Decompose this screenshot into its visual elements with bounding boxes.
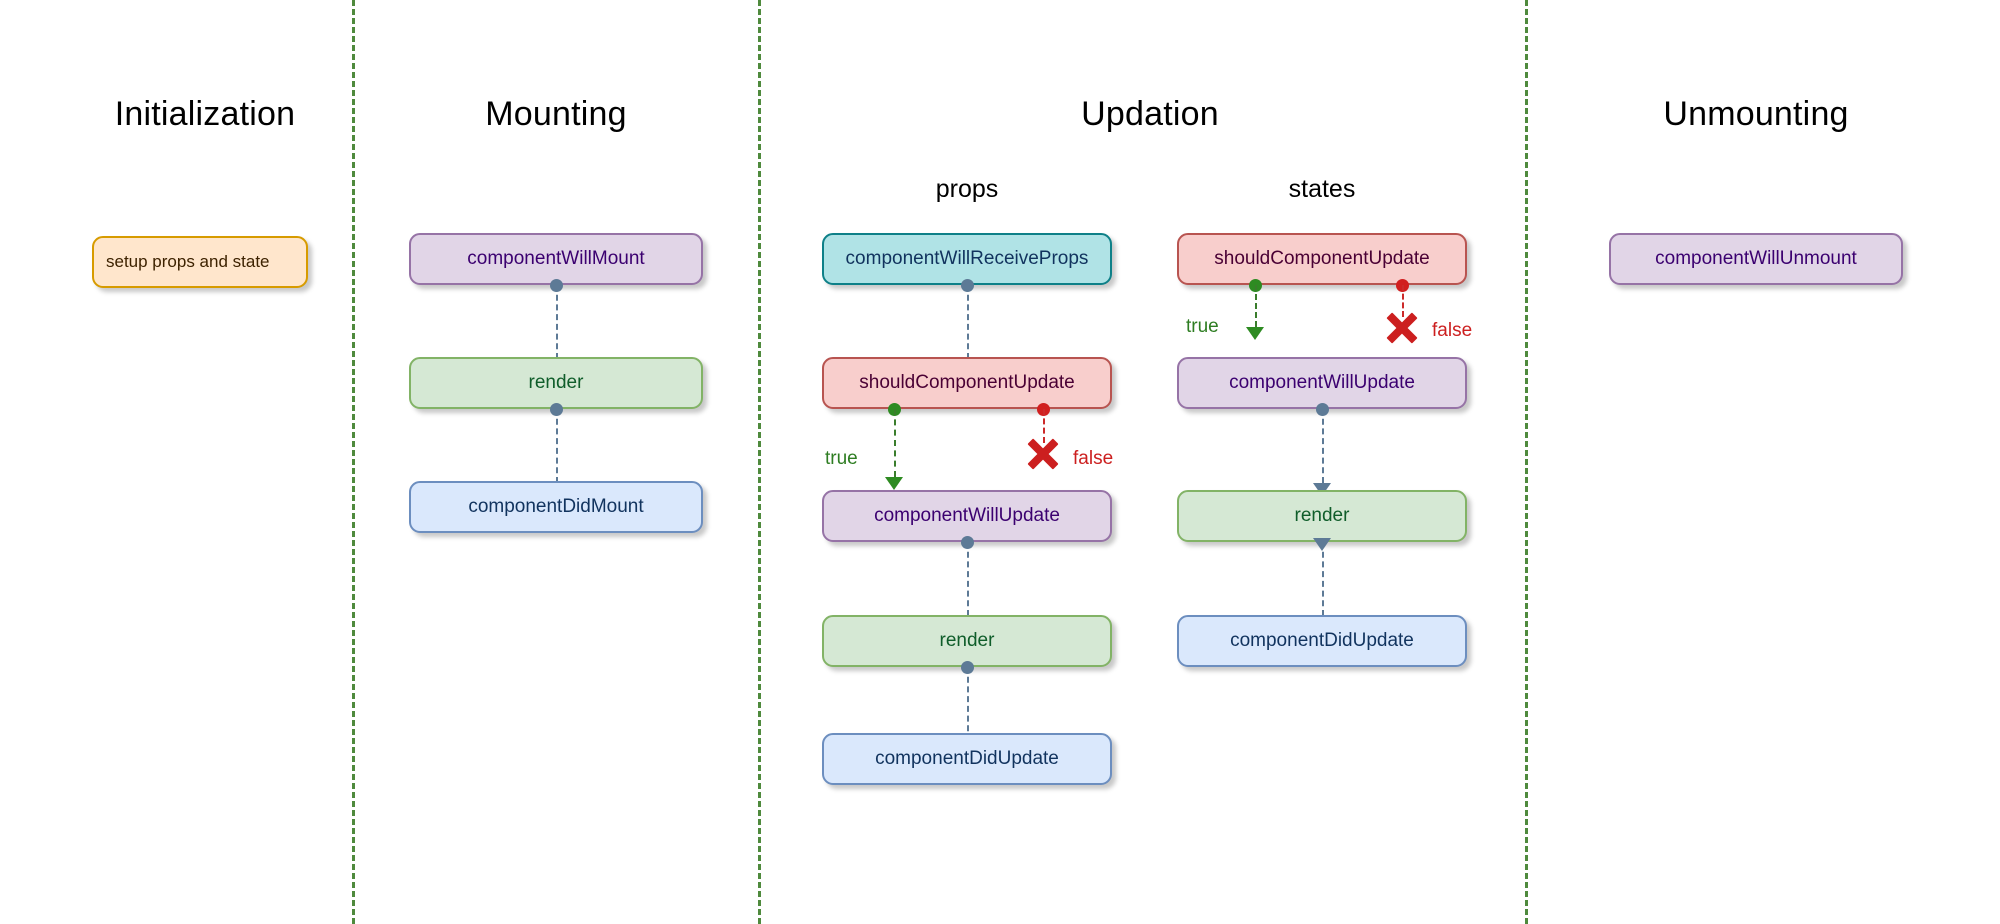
node-setup-props-and-state[interactable]: setup props and state — [92, 236, 308, 288]
node-props-render[interactable]: render — [822, 615, 1112, 667]
node-props-should-component-update[interactable]: shouldComponentUpdate — [822, 357, 1112, 409]
node-mounting-render[interactable]: render — [409, 357, 703, 409]
false-branch-x-icon — [1026, 437, 1060, 471]
true-branch-arrowhead — [885, 477, 903, 490]
node-props-component-will-update[interactable]: componentWillUpdate — [822, 490, 1112, 542]
branch-label-props-false: false — [1073, 448, 1114, 469]
subheader-states: states — [1288, 175, 1356, 203]
branch-label-states-false: false — [1432, 320, 1473, 341]
subheader-props: props — [935, 175, 999, 203]
node-component-will-receive-props[interactable]: componentWillReceiveProps — [822, 233, 1112, 285]
branch-label-states-true: true — [1186, 316, 1219, 337]
node-states-component-will-update[interactable]: componentWillUpdate — [1177, 357, 1467, 409]
column-divider-1 — [352, 0, 355, 924]
column-title-initialization: Initialization — [114, 95, 296, 133]
node-component-did-mount[interactable]: componentDidMount — [409, 481, 703, 533]
false-branch-x-icon — [1385, 311, 1419, 345]
column-title-updation: Updation — [1081, 95, 1219, 133]
node-props-component-did-update[interactable]: componentDidUpdate — [822, 733, 1112, 785]
column-title-unmounting: Unmounting — [1663, 95, 1849, 133]
true-branch-arrowhead — [1246, 327, 1264, 340]
branch-label-props-true: true — [825, 448, 858, 469]
column-title-mounting: Mounting — [485, 95, 627, 133]
node-states-should-component-update[interactable]: shouldComponentUpdate — [1177, 233, 1467, 285]
node-states-component-did-update[interactable]: componentDidUpdate — [1177, 615, 1467, 667]
column-divider-3 — [1525, 0, 1528, 924]
node-component-will-mount[interactable]: componentWillMount — [409, 233, 703, 285]
column-divider-2 — [758, 0, 761, 924]
node-component-will-unmount[interactable]: componentWillUnmount — [1609, 233, 1903, 285]
node-states-render[interactable]: render — [1177, 490, 1467, 542]
